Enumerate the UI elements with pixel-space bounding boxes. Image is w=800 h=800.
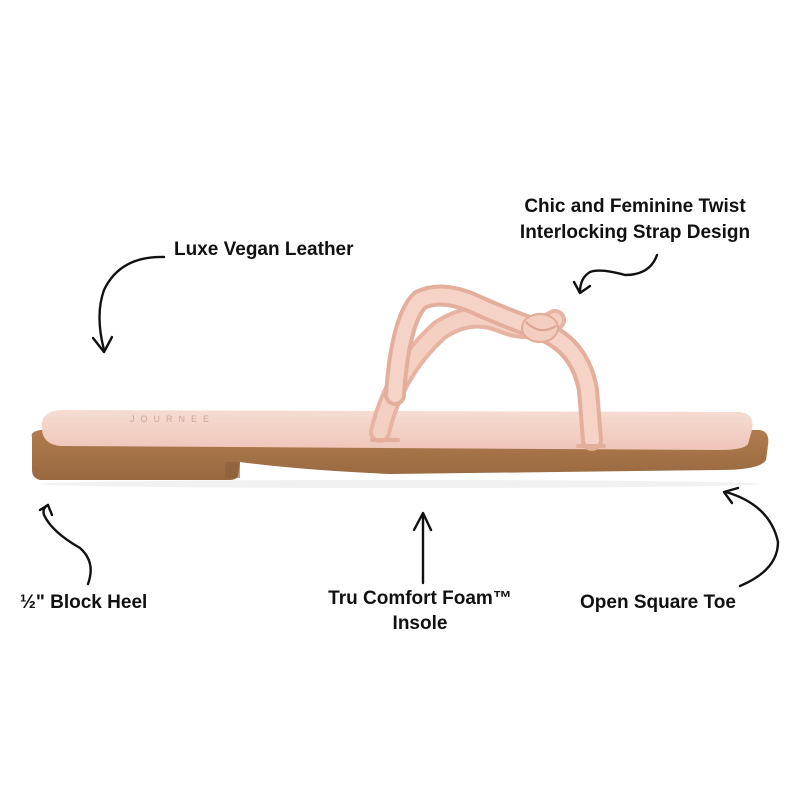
- arrow-luxe-vegan-leather-icon: [91, 255, 166, 354]
- label-luxe-vegan-leather: Luxe Vegan Leather: [174, 239, 354, 260]
- arrow-twist-strap-icon: [572, 253, 659, 295]
- arrow-square-toe-icon: [722, 486, 780, 588]
- label-twist-strap-line1: Chic and Feminine Twist: [524, 196, 746, 217]
- label-twist-strap-line2: Interlocking Strap Design: [519, 222, 751, 243]
- label-insole-line2: Insole: [392, 613, 448, 634]
- arrow-block-heel-icon: [38, 503, 92, 586]
- insole-brand-text: JOURNEE: [130, 414, 215, 424]
- label-square-toe: Open Square Toe: [580, 592, 736, 613]
- insole: JOURNEE: [41, 410, 753, 450]
- label-block-heel: ½" Block Heel: [20, 592, 148, 613]
- label-insole-line1: Tru Comfort Foam™: [328, 588, 512, 609]
- arrow-insole-icon: [412, 511, 433, 585]
- twist-straps: [369, 284, 606, 451]
